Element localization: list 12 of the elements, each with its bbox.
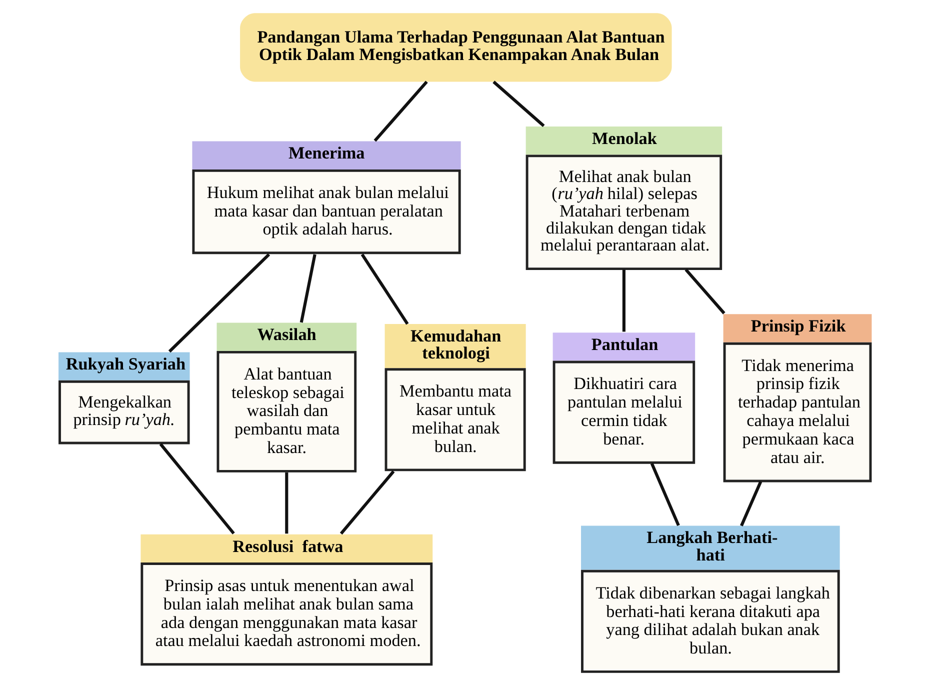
connector: [622, 270, 626, 332]
connector: [374, 80, 428, 142]
connector: [684, 268, 726, 314]
connector: [650, 462, 680, 526]
connector: [340, 470, 395, 535]
connector: [300, 254, 316, 323]
connector: [168, 253, 270, 353]
connector: [360, 254, 409, 325]
node-box: Pandangan Ulama Terhadap Penggunaan Alat Bantuan Optik Dalam Mengisbatkan Kenampakan Anak Bulan: [240, 13, 672, 82]
connector: [159, 443, 235, 534]
connector: [492, 80, 545, 128]
connector: [285, 472, 288, 534]
